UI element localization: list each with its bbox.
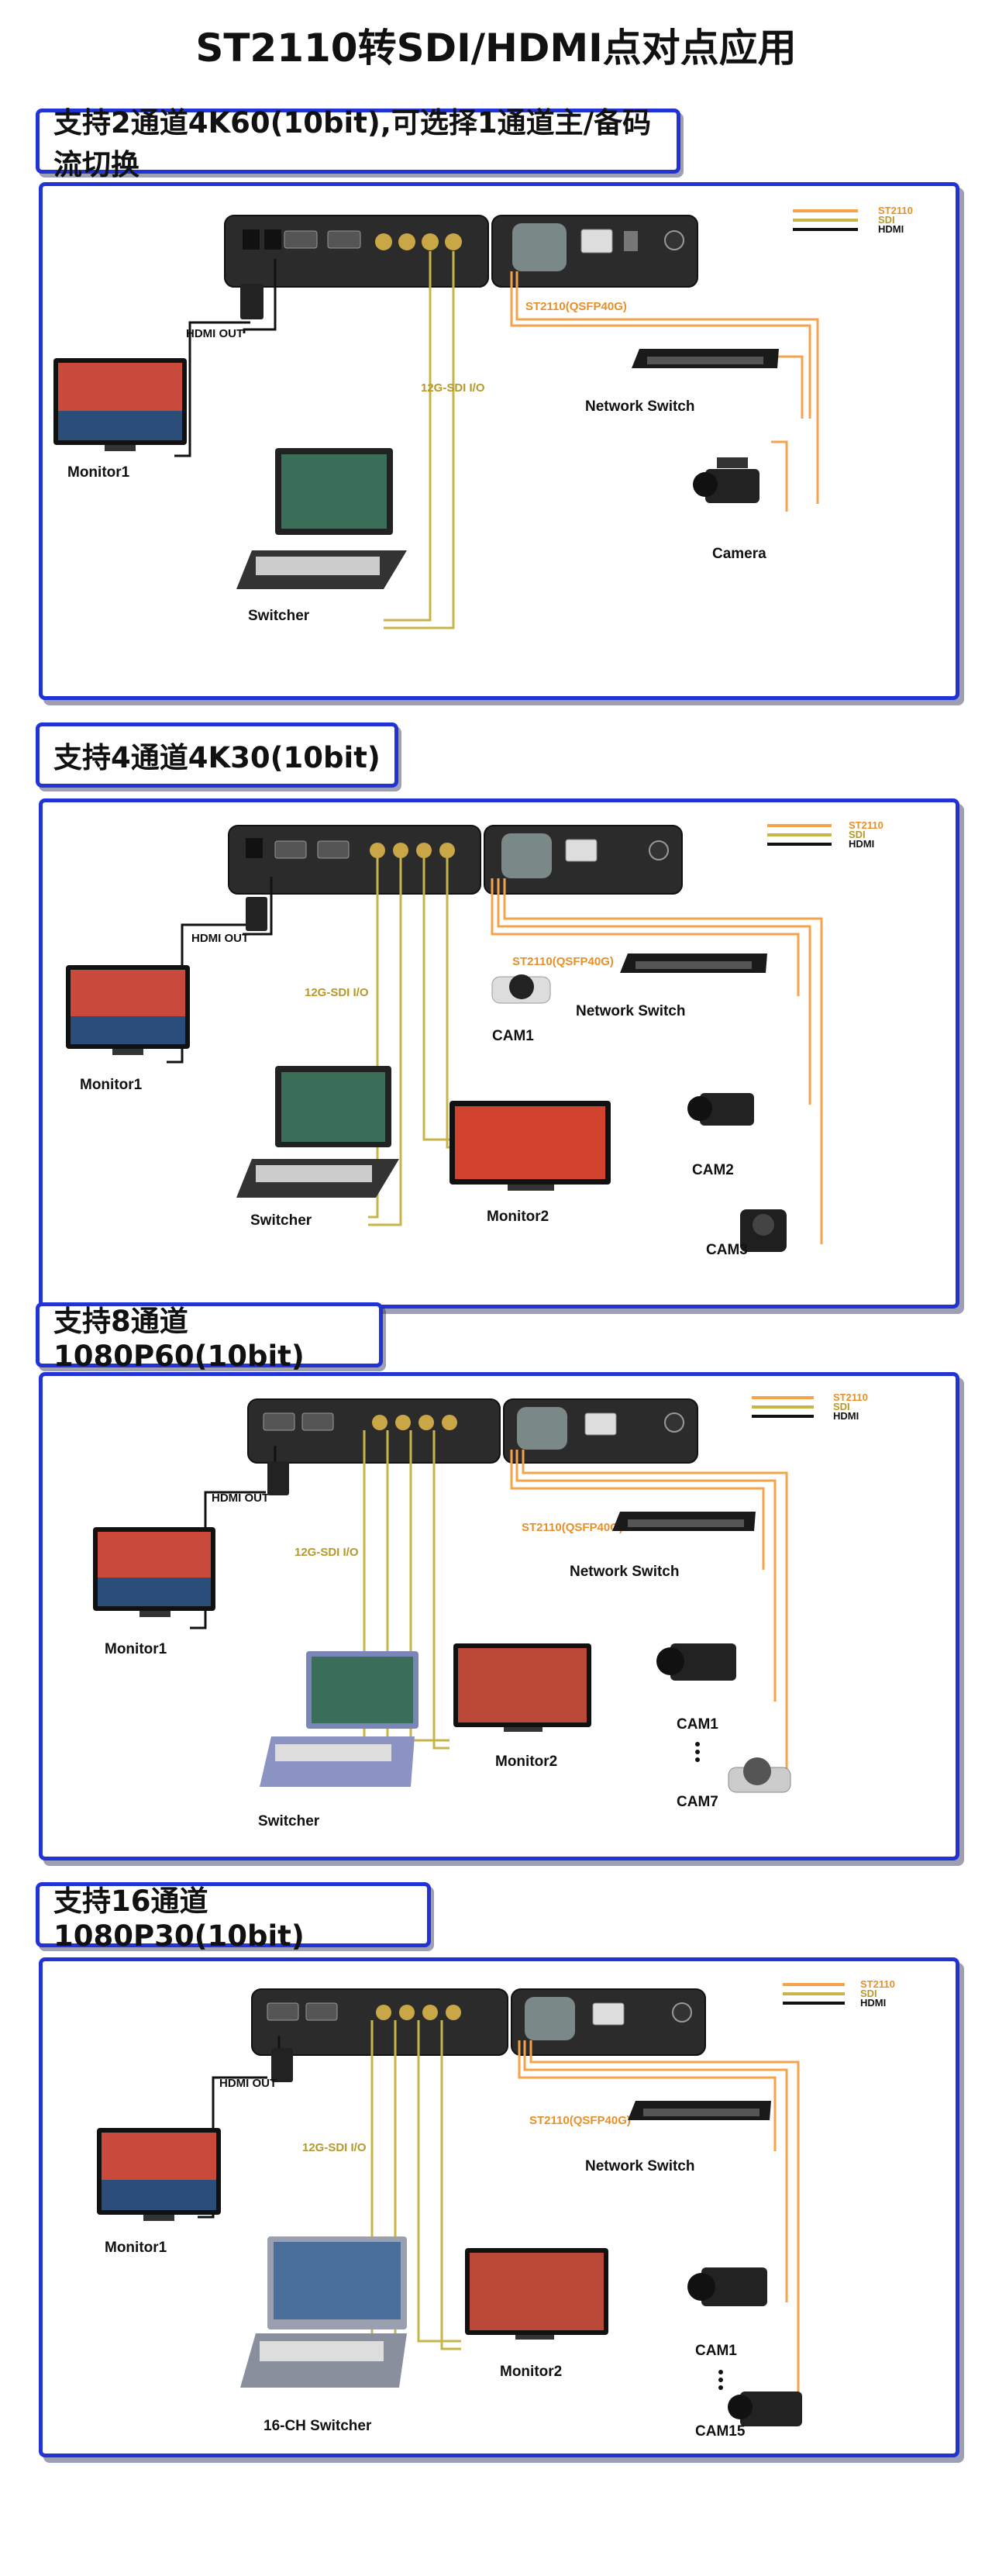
monitor2-icon [450,1101,611,1191]
sdi-io-label: 12G-SDI I/O [421,381,485,395]
hdmi-plug-icon [246,897,267,931]
section-1-title: 支持2通道4K60(10bit),可选择1通道主/备码流切换 [36,106,680,181]
section-3-diagram: ST2110 SDI HDMI HDMI OUT 12G-SDI I/O ST2… [39,1372,959,1860]
legend-sdi: SDI [878,214,895,226]
st2110-label: ST2110(QSFP40G) [529,2114,631,2127]
legend: ST2110 SDI HDMI [793,205,913,235]
cam1-icon [656,1643,736,1681]
network-switch-label: Network Switch [585,398,694,415]
ellipsis-icon [718,2370,723,2390]
legend-sdi: SDI [860,1988,877,1999]
st2110-label: ST2110(QSFP40G) [522,1521,623,1534]
monitor2-label: Monitor2 [487,1209,549,1225]
cam2-icon [687,1093,754,1126]
legend-st2110: ST2110 [860,1978,895,1990]
cam1-label: CAM1 [492,1028,534,1044]
camera-label: Camera [712,546,766,562]
cam2-label: CAM2 [692,1162,734,1178]
cam-last-icon [728,1757,791,1793]
network-switch-icon [612,1512,756,1531]
legend-st2110: ST2110 [833,1391,868,1403]
legend-sdi: SDI [833,1401,850,1412]
hdmi-out-label: HDMI OUT [191,932,249,945]
qsfp-module-icon [525,1997,575,2040]
monitor2-icon [465,2248,608,2340]
network-switch-label: Network Switch [576,1003,685,1019]
section-2-diagram: ST2110 SDI HDMI HDMI OUT 12G-SDI I/O ST2… [39,798,959,1309]
camera-icon [693,457,760,503]
legend-st2110: ST2110 [849,819,884,831]
hdmi-out-label: HDMI OUT [212,1491,269,1505]
switcher-icon [260,1651,418,1787]
legend: ST2110 SDI HDMI [783,1978,895,2009]
switcher-label: Switcher [250,1212,312,1229]
monitor1-icon [93,1527,215,1617]
legend-hdmi: HDMI [878,223,904,235]
sdi-io-label: 12G-SDI I/O [302,2141,367,2154]
monitor1-icon [53,358,187,451]
legend: ST2110 SDI HDMI [752,1391,868,1422]
qsfp-module-icon [501,833,552,878]
legend-hdmi: HDMI [849,838,874,850]
network-switch-label: Network Switch [585,2158,694,2174]
network-switch-icon [620,953,767,973]
cam-last-label: CAM7 [677,1794,718,1810]
cam1-icon [687,2267,767,2306]
switcher-label: Switcher [248,608,310,624]
legend-hdmi: HDMI [860,1997,886,2009]
switcher-icon [240,2236,407,2388]
monitor1-icon [66,965,190,1055]
hdmi-plug-icon [271,2048,293,2082]
qsfp-module-icon [512,223,567,271]
cam-last-icon [728,2392,802,2426]
sdi-io-label: 12G-SDI I/O [305,986,369,999]
cam3-icon [740,1209,787,1252]
monitor1-label: Monitor1 [67,464,130,481]
section-1-diagram: ST2110 SDI HDMI HDMI OUT 12G [39,182,959,700]
network-switch-icon [628,2101,771,2120]
converter-device [228,825,683,895]
section-3-title: 支持8通道1080P60(10bit) [36,1302,383,1373]
sdi-io-label: 12G-SDI I/O [294,1546,359,1559]
st2110-label: ST2110(QSFP40G) [512,955,614,968]
hdmi-out-label: HDMI OUT [186,327,243,340]
st2110-label: ST2110(QSFP40G) [525,300,627,313]
section-4-diagram: ST2110 SDI HDMI HDMI OUT 12G-SDI I/O ST2… [39,1957,959,2457]
cam1-label: CAM1 [677,1716,718,1733]
legend-hdmi: HDMI [833,1410,859,1422]
converter-device [251,1988,706,2056]
cam3-label: CAM3 [706,1242,748,1258]
monitor2-label: Monitor2 [495,1754,557,1770]
ellipsis-icon [695,1742,700,1762]
monitor1-icon [97,2128,221,2221]
cam-last-label: CAM15 [695,2423,746,2440]
qsfp-module-icon [517,1407,567,1450]
network-switch-icon [632,349,779,368]
cam1-icon [491,974,551,1004]
switcher-label: 16-CH Switcher [264,2418,372,2434]
hdmi-plug-icon [240,284,264,319]
hdmi-out-label: HDMI OUT [219,2077,277,2090]
page-title: ST2110转SDI/HDMI点对点应用 [195,26,797,71]
switcher-label: Switcher [258,1813,320,1829]
section-4-title: 支持16通道1080P30(10bit) [36,1882,431,1953]
legend: ST2110 SDI HDMI [767,819,884,850]
legend-st2110: ST2110 [878,205,913,216]
converter-device [224,215,698,288]
cam1-label: CAM1 [695,2343,737,2359]
switcher-icon [236,448,407,589]
monitor1-label: Monitor1 [105,2240,167,2256]
network-switch-label: Network Switch [570,1564,679,1580]
monitor1-label: Monitor1 [80,1077,143,1093]
hdmi-plug-icon [267,1461,289,1495]
monitor2-icon [453,1643,591,1732]
converter-device [247,1398,698,1464]
monitor1-label: Monitor1 [105,1641,167,1657]
section-2-title: 支持4通道4K30(10bit) [36,722,398,788]
legend-sdi: SDI [849,829,866,840]
switcher-icon [236,1066,399,1198]
monitor2-label: Monitor2 [500,2364,562,2380]
